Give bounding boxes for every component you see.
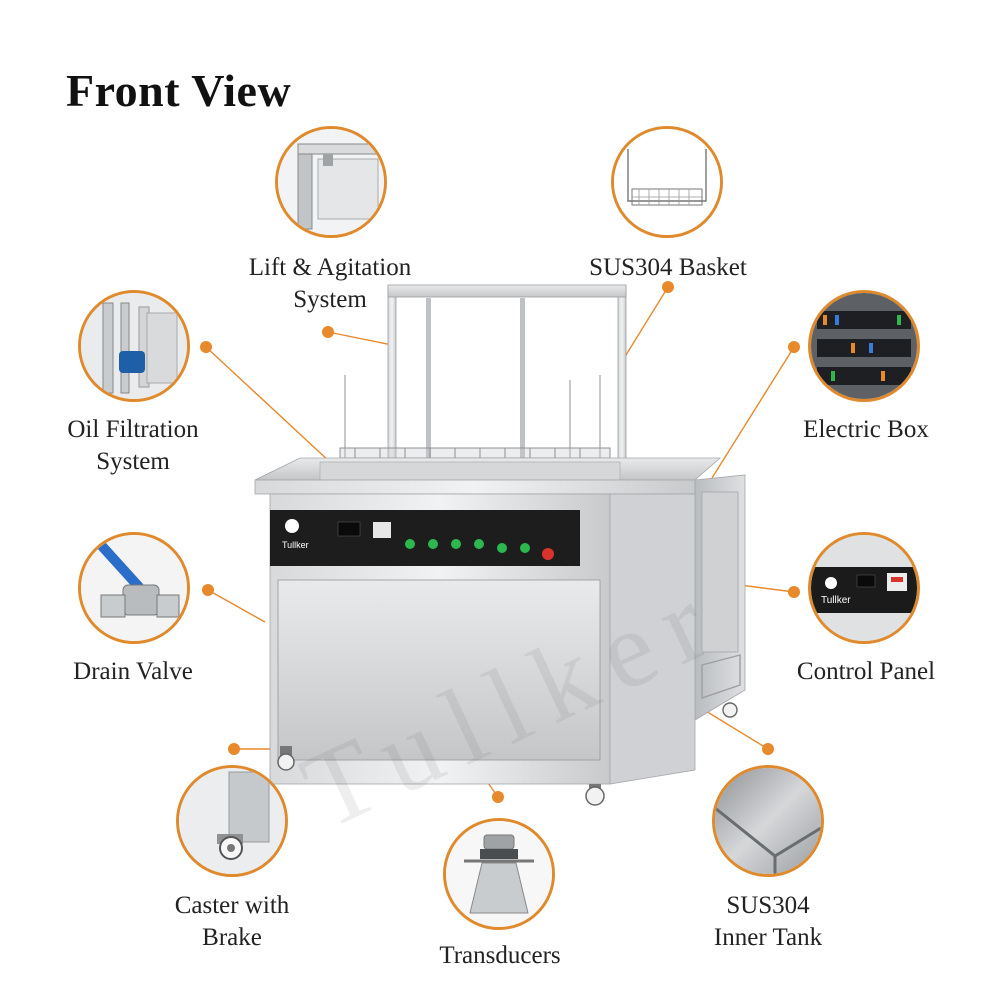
ultrasonic-cleaner-illustration: Tullker xyxy=(254,284,746,806)
oil-label-line2: System xyxy=(96,448,170,475)
tank-label-line1: SUS304 xyxy=(726,892,810,919)
lift-agitation-icon xyxy=(275,126,387,238)
caster-callout-dot xyxy=(228,743,240,755)
tank-callout-dot xyxy=(762,743,774,755)
tank-label-line2: Inner Tank xyxy=(713,924,823,951)
lift-callout-dot xyxy=(322,326,334,338)
transducer-callout-dot xyxy=(492,791,504,803)
caster-label-line2: Brake xyxy=(202,924,262,951)
electric-label-line1: Electric Box xyxy=(803,416,929,443)
panel-brand-text: Tullker xyxy=(282,540,309,550)
basket-label: SUS304 Basket xyxy=(568,252,768,284)
lift-label-line2: System xyxy=(293,286,367,313)
inner-tank-label: SUS304 Inner Tank xyxy=(668,890,868,954)
oil-label-line1: Oil Filtration xyxy=(67,416,199,443)
drain-callout-dot xyxy=(202,584,214,596)
basket-label-line1: SUS304 Basket xyxy=(589,254,747,281)
caster-label: Caster with Brake xyxy=(132,890,332,954)
basket-callout-dot xyxy=(662,281,674,293)
control-panel-brand-text: Tullker xyxy=(821,595,851,606)
oil-callout-dot xyxy=(200,341,212,353)
basket-icon xyxy=(611,126,723,238)
drain-valve-icon xyxy=(78,532,190,644)
caster-icon xyxy=(176,765,288,877)
transducer-label: Transducers xyxy=(400,940,600,972)
lift-agitation-label: Lift & Agitation System xyxy=(230,252,430,316)
lift-label-line1: Lift & Agitation xyxy=(248,254,412,281)
control-panel-label: Control Panel xyxy=(766,656,966,688)
oil-filtration-label: Oil Filtration System xyxy=(33,414,233,478)
control-callout-dot xyxy=(788,586,800,598)
drain-label-line1: Drain Valve xyxy=(73,658,193,685)
page-title: Front View xyxy=(66,65,292,116)
drain-valve-label: Drain Valve xyxy=(33,656,233,688)
control-panel-icon: Tullker xyxy=(808,532,920,644)
inner-tank-icon xyxy=(712,765,824,877)
caster-label-line1: Caster with xyxy=(174,892,290,919)
transducer-label-line1: Transducers xyxy=(439,942,561,969)
control-label-line1: Control Panel xyxy=(796,658,936,685)
transducer-icon xyxy=(443,818,555,930)
electric-callout-dot xyxy=(788,341,800,353)
electric-box-icon xyxy=(808,290,920,402)
oil-filtration-icon xyxy=(78,290,190,402)
electric-box-label: Electric Box xyxy=(766,414,966,446)
